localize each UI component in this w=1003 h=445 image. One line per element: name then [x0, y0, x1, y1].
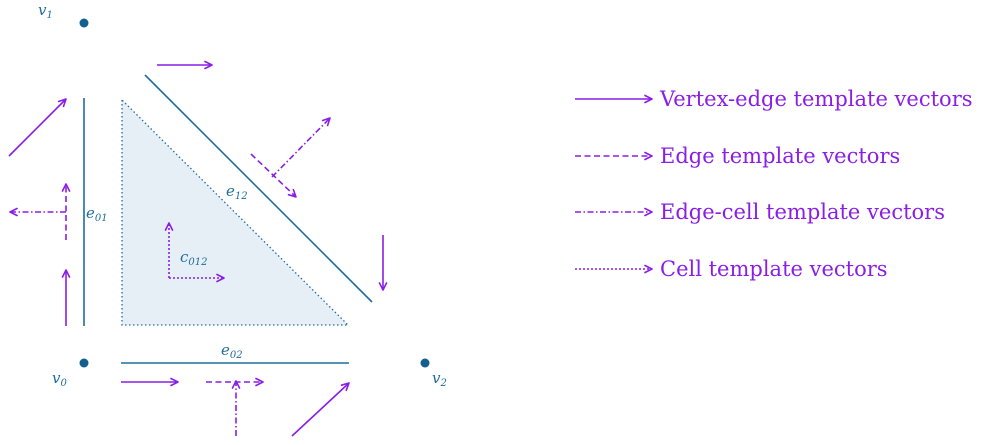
- vertex-v1: [79, 18, 89, 28]
- edge-cell-vector: [271, 117, 331, 178]
- vertex-v2: [420, 358, 430, 368]
- vertex-v0: [79, 358, 89, 368]
- edge-e12: [144, 74, 373, 303]
- legend-item-solid: Vertex-edge template vectors: [575, 87, 973, 111]
- label-c012: c012: [180, 248, 208, 268]
- label-v1: v1: [38, 1, 53, 21]
- legend-label-dashdot: Edge-cell template vectors: [660, 200, 945, 224]
- legend-item-dotted: Cell template vectors: [575, 257, 888, 281]
- legend-label-solid: Vertex-edge template vectors: [659, 87, 973, 111]
- legend-label-dotted: Cell template vectors: [660, 257, 888, 281]
- vertex-edge-vector: [291, 382, 350, 437]
- vertex-edge-vector: [8, 98, 67, 157]
- legend-label-dashed: Edge template vectors: [660, 144, 900, 168]
- cell-c012-fill: [121, 98, 350, 326]
- vertex-edge-vectors: [8, 60, 388, 437]
- cell-vectors: [164, 222, 225, 283]
- label-v2: v2: [432, 369, 447, 389]
- legend-item-dashed: Edge template vectors: [575, 144, 900, 168]
- label-e01: e01: [86, 204, 108, 224]
- edge-cell-vectors: [9, 117, 331, 436]
- legend: Vertex-edge template vectors Edge templa…: [575, 87, 973, 281]
- label-e02: e02: [221, 341, 243, 361]
- label-e12: e12: [226, 182, 248, 202]
- label-v0: v0: [52, 369, 67, 389]
- legend-item-dashdot: Edge-cell template vectors: [575, 200, 945, 224]
